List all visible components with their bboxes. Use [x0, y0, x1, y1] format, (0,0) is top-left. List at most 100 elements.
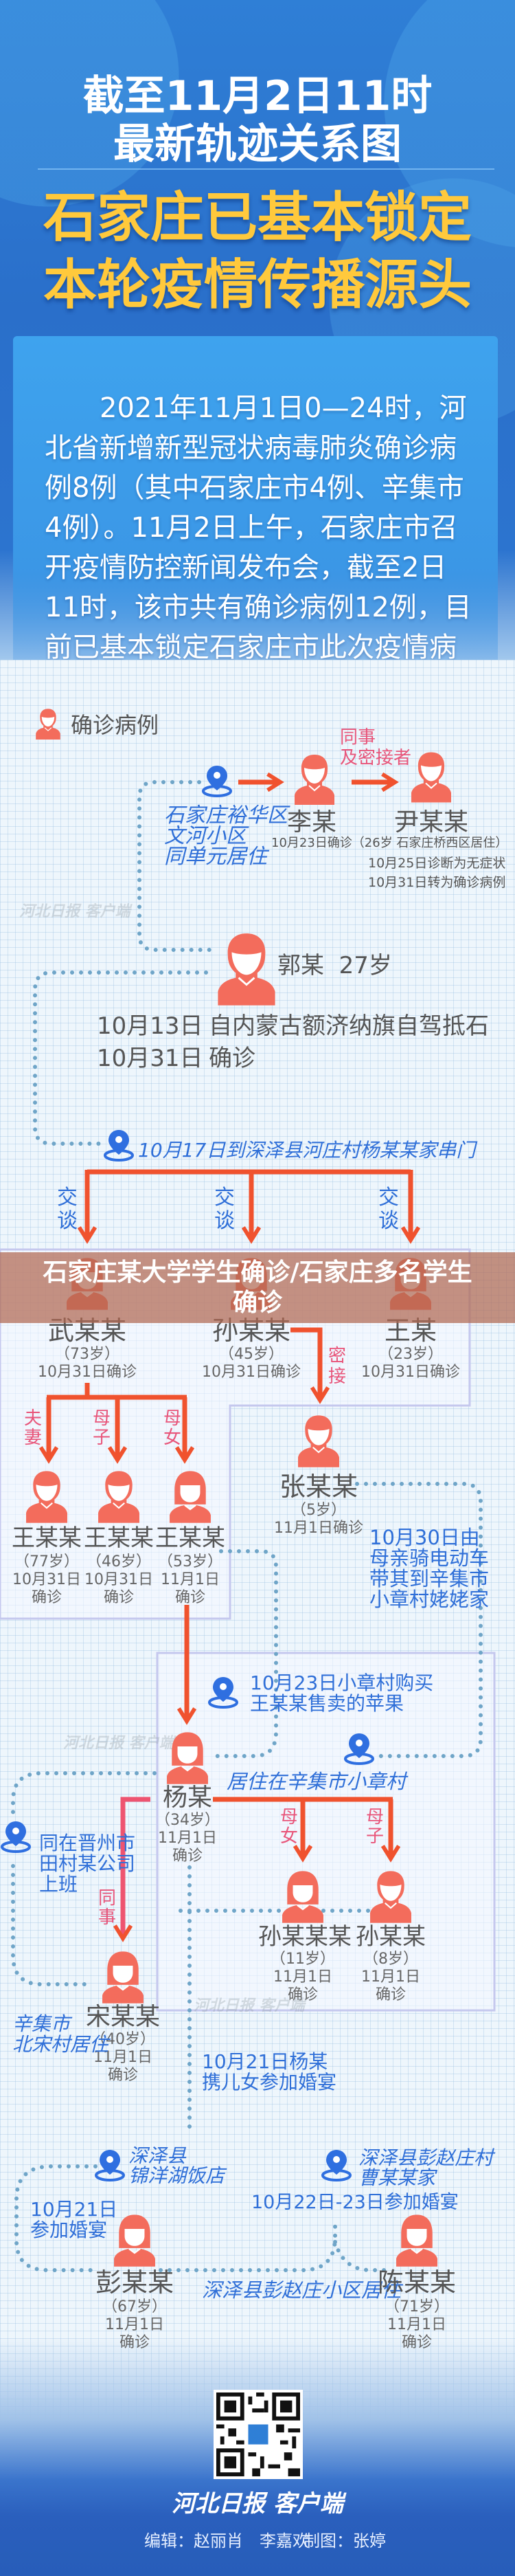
location-line: 上班	[39, 1873, 78, 1896]
case-name: 彭某某	[95, 2267, 174, 2298]
case-info-yin-2: 10月31日转为确诊病例	[368, 875, 506, 890]
case-age: （11岁）	[271, 1951, 335, 1968]
case-status: 确诊	[401, 2334, 432, 2351]
location-pin-icon	[103, 1129, 135, 1162]
case-wang-77: 王某某 （77岁） 10月31日 确诊	[9, 1469, 84, 1607]
case-age: （67岁）	[102, 2298, 167, 2316]
case-age: （46岁）	[87, 1553, 151, 1570]
guo-event-text: 自内蒙古额济纳旗自驾抵石	[209, 1012, 489, 1040]
person-icon-guo	[217, 931, 276, 1006]
case-status: 确诊	[287, 1986, 318, 2003]
case-age: （23岁）	[378, 1346, 443, 1363]
location-line: 王某某售卖的苹果	[250, 1692, 404, 1715]
case-name: 王某某	[84, 1524, 154, 1552]
person-icon	[282, 1869, 324, 1923]
guo-event-date: 10月13日	[97, 1012, 203, 1040]
location-line: 同在晋州市	[39, 1832, 136, 1854]
note-line: 携儿女参加婚宴	[202, 2071, 337, 2094]
location-line: 田村某公司	[39, 1852, 136, 1875]
case-date: 10月31日确诊	[38, 1364, 137, 1381]
location-beisong: 辛集市 北宋村居住	[12, 2014, 108, 2055]
note-yang-wedding: 10月21日杨某 携儿女参加婚宴	[202, 2052, 336, 2093]
person-icon	[102, 1950, 144, 2003]
trail-guo-visit	[33, 970, 208, 1146]
case-date: 11月1日确诊	[274, 1520, 363, 1537]
case-name: 王某某	[12, 1524, 82, 1552]
cluster-box-c	[156, 1652, 496, 2012]
note-line: 10月21日杨某	[202, 2050, 328, 2073]
trail-peng-chen	[159, 2218, 337, 2272]
qr-code[interactable]	[214, 2390, 303, 2479]
note-zhang-trip: 10月30日由 母亲骑电动车 带其到辛集市 小章村姥姥家	[369, 1527, 489, 1610]
location-pin-icon	[201, 764, 233, 797]
location-line: 深泽县彭赵庄村	[358, 2146, 494, 2169]
person-icon	[169, 1469, 211, 1523]
relation-colleague-close: 同事 及密接者	[340, 727, 411, 768]
location-line: 文河小区	[164, 824, 247, 848]
location-jinyang: 深泽县 锦洋湖饭店	[128, 2146, 225, 2186]
location-line: 10月23日小章村购买	[250, 1672, 434, 1694]
credits-editors: 编辑：赵丽肖 李嘉欢	[144, 2531, 309, 2551]
case-name: 孙某某	[356, 1923, 426, 1951]
case-status: 确诊	[107, 2067, 138, 2084]
case-age: （77岁）	[14, 1553, 79, 1570]
case-status: 确诊	[172, 1847, 203, 1865]
person-icon	[113, 2213, 156, 2267]
case-song: 宋某某 （40岁） 11月1日 确诊	[85, 1950, 161, 2085]
relation-mother-son: 母子	[365, 1807, 384, 1847]
note-peng-wedding: 10月21日 参加婚宴	[30, 2199, 117, 2241]
note-line: 带其到辛集市	[369, 1567, 490, 1590]
location-pengzhao: 深泽县彭赵庄小区居住	[202, 2278, 402, 2302]
title-line-2: 最新轨迹关系图	[113, 120, 402, 168]
location-pin-icon	[321, 2148, 352, 2181]
case-name-guo: 郭某 27岁	[277, 952, 392, 979]
case-sun-11: 孙某某某 （11岁） 11月1日 确诊	[258, 1869, 352, 2004]
brand-logo: 河北日报 客户端	[172, 2490, 343, 2518]
trail-wang-yang	[209, 1549, 278, 1758]
person-icon-li	[294, 753, 335, 806]
location-line: 锦洋湖饭店	[128, 2164, 225, 2187]
note-line: 参加婚宴	[30, 2219, 108, 2241]
case-date: 11月1日	[273, 1968, 332, 1986]
intro-panel	[13, 336, 498, 666]
overlay-headline-banner[interactable]: 石家庄某大学学生确诊/石家庄多名学生确诊	[0, 1252, 515, 1323]
headline-line-1: 石家庄已基本锁定	[43, 187, 472, 249]
intro-paragraph: 2021年11月1日0—24时，河北省新增新型冠状病毒肺炎确诊病例8例（其中石家…	[45, 392, 472, 703]
location-line: 深泽县	[128, 2144, 187, 2167]
case-status: 确诊	[375, 1986, 406, 2003]
case-name: 孙某某某	[258, 1923, 352, 1951]
trail-yang-jinzhou	[11, 1771, 157, 1817]
arrow-sun-zhang	[290, 1327, 320, 1399]
legend-label: 确诊病例	[71, 712, 159, 738]
case-name: 宋某某	[85, 2003, 160, 2031]
case-wang-53: 王某某 （53岁） 11月1日 确诊	[152, 1469, 228, 1607]
location-line: 同单元居住	[164, 845, 267, 869]
qr-logo	[248, 2424, 268, 2445]
case-name: 杨某	[162, 1784, 212, 1812]
case-date: 10月31日确诊	[202, 1364, 301, 1381]
headline-line-2: 本轮疫情传播源头	[43, 254, 472, 316]
case-age: （53岁）	[158, 1553, 222, 1570]
person-icon	[166, 1731, 209, 1784]
relation-mother-son: 母子	[92, 1408, 111, 1448]
case-date: 11月1日	[361, 1968, 420, 1986]
watermark: 河北日报 客户端	[63, 1735, 174, 1752]
note-line: 10月30日由	[369, 1526, 480, 1549]
case-date: 10月31日确诊	[361, 1364, 460, 1381]
location-caohome: 深泽县彭赵庄村 曹某某家	[358, 2148, 493, 2188]
case-peng: 彭某某 （67岁） 11月1日 确诊	[93, 2213, 176, 2352]
case-status: 确诊	[119, 2334, 150, 2351]
case-wang-46: 王某某 （46岁） 10月31日 确诊	[81, 1469, 157, 1607]
relation-colleague: 同事	[98, 1888, 116, 1928]
case-age: （71岁）	[385, 2298, 449, 2316]
relation-mother-daughter: 母女	[163, 1408, 181, 1448]
case-age: （40岁）	[91, 2031, 155, 2048]
case-name-li: 李某	[287, 808, 337, 836]
location-pin-icon	[343, 1732, 375, 1765]
case-date: 10月31日	[84, 1571, 153, 1588]
case-status: 确诊	[103, 1589, 134, 1606]
credits-designer: 制图：张婷	[304, 2531, 386, 2551]
case-name: 王某某	[155, 1524, 225, 1552]
relation-spouse: 夫妻	[23, 1408, 42, 1448]
